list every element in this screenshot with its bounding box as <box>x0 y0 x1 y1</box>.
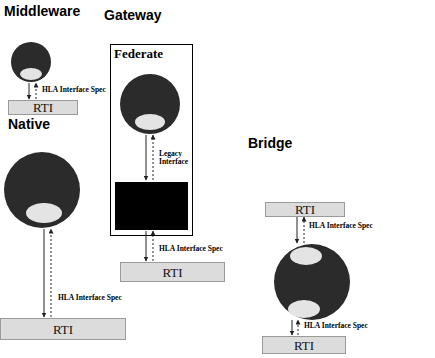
rti-box: RTI <box>262 336 346 354</box>
legacy-block <box>115 182 188 230</box>
federate-sphere <box>4 152 80 228</box>
interface-arrows <box>297 217 304 243</box>
rti-box: RTI <box>265 202 345 217</box>
interface-arrows <box>146 135 153 180</box>
interface-label: HLA Interface Spec <box>58 294 138 302</box>
interface-label: HLA Interface Spec <box>159 245 239 253</box>
interface-arrows <box>292 320 298 335</box>
box-label: RTI <box>295 203 315 216</box>
interface-label: HLA Interface Spec <box>304 322 384 330</box>
federate-box: Federate <box>110 44 193 236</box>
interface-arrows <box>44 229 51 317</box>
rti-box: RTI <box>120 262 225 282</box>
box-title: Federate <box>114 47 163 61</box>
federate-sphere <box>11 42 51 82</box>
interface-arrows <box>29 83 36 99</box>
federate-sphere <box>120 74 180 134</box>
box-label: RTI <box>53 323 73 336</box>
box-label: RTI <box>162 266 182 279</box>
config-heading: Bridge <box>248 136 292 151</box>
box-label: RTI <box>33 101 53 114</box>
box-label: RTI <box>294 339 314 352</box>
config-heading: Gateway <box>104 8 162 23</box>
interface-label: Legacy Interface <box>159 150 189 166</box>
rti-box: RTI <box>8 100 78 115</box>
federate-sphere <box>274 244 350 320</box>
config-heading: Middleware <box>4 4 80 19</box>
rti-box: RTI <box>0 318 126 340</box>
interface-label: HLA Interface Spec <box>42 86 122 94</box>
interface-label: HLA Interface Spec <box>309 222 389 230</box>
config-heading: Native <box>8 117 50 132</box>
